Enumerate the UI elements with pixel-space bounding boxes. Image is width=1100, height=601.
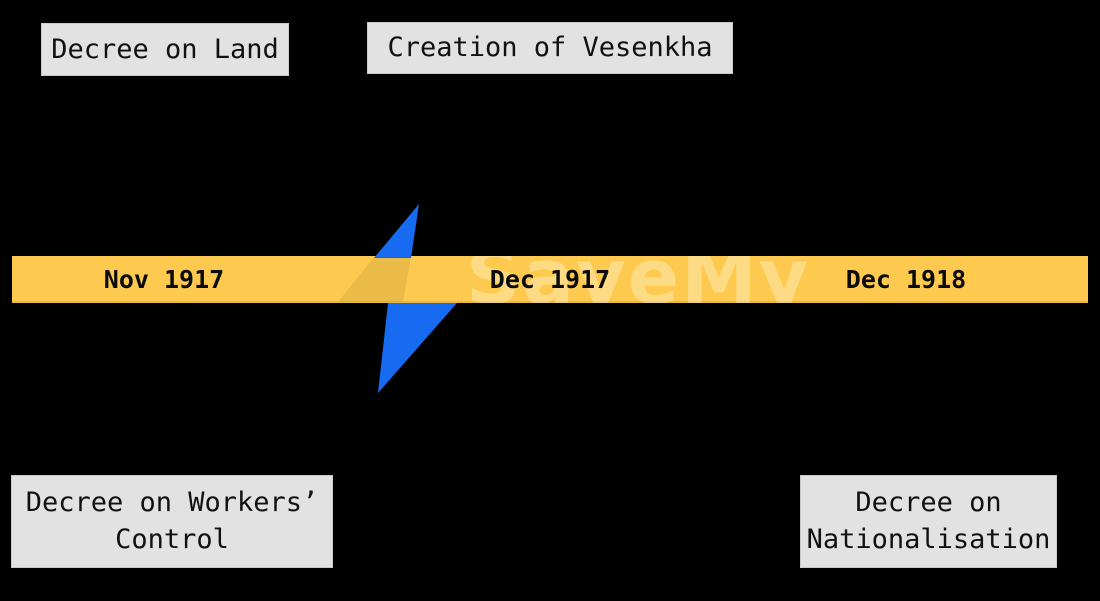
event-box-decree-on-nationalisation: Decree on Nationalisation xyxy=(800,475,1057,568)
event-label-creation-of-vesenkha: Creation of Vesenkha xyxy=(387,32,713,64)
event-label-decree-on-nationalisation: Decree on Nationalisation xyxy=(806,487,1051,555)
lightning-bolt-bottom-segment xyxy=(378,303,457,393)
timeline-date-dec-1917: Dec 1917 xyxy=(489,265,611,294)
timeline-date-nov-1917: Nov 1917 xyxy=(103,265,225,294)
lightning-bolt-top-segment xyxy=(374,204,419,258)
event-label-decree-on-workers-control: Decree on Workers’ Control xyxy=(25,487,319,555)
timeline-bar: SaveMy Nov 1917 Dec 1917 Dec 1918 xyxy=(12,256,1088,303)
event-label-decree-on-land: Decree on Land xyxy=(51,33,279,65)
event-box-decree-on-land: Decree on Land xyxy=(41,23,289,76)
event-box-creation-of-vesenkha: Creation of Vesenkha xyxy=(367,22,733,74)
timeline-date-dec-1918: Dec 1918 xyxy=(845,265,967,294)
event-box-decree-on-workers-control: Decree on Workers’ Control xyxy=(11,475,333,568)
